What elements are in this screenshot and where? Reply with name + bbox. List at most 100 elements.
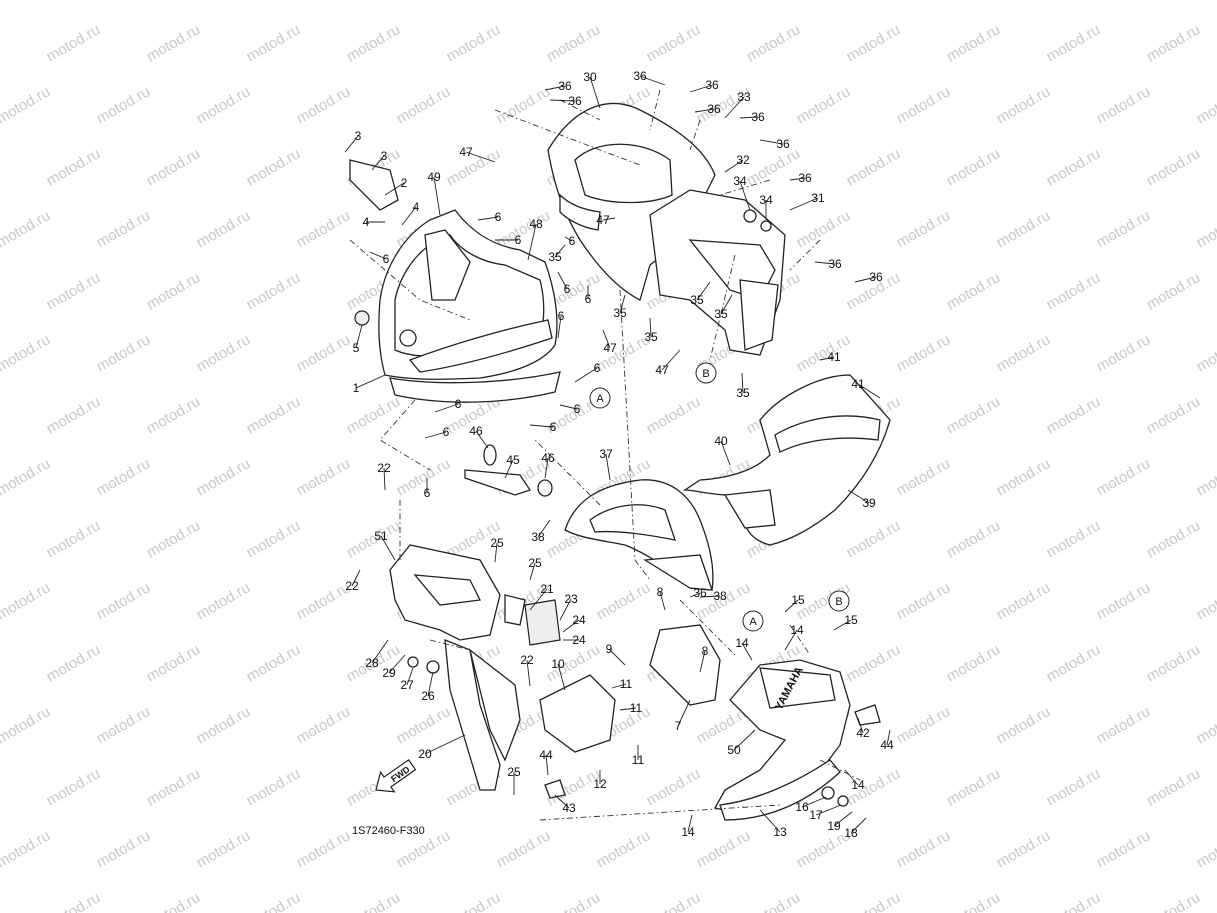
part-callout-25: 25 xyxy=(528,556,542,570)
leader-line xyxy=(388,654,406,674)
part-callout-39: 39 xyxy=(862,496,876,510)
leader-lines xyxy=(344,75,891,834)
part-callout-3: 3 xyxy=(381,149,388,163)
leader-line xyxy=(557,315,562,339)
leader-line xyxy=(557,271,568,290)
leader-line xyxy=(557,663,566,691)
part-callout-14: 14 xyxy=(735,636,749,650)
part-callout-35: 35 xyxy=(613,306,627,320)
leader-line xyxy=(401,206,417,226)
leader-line xyxy=(689,84,713,93)
part-callout-6: 6 xyxy=(495,210,502,224)
part-callout-9: 9 xyxy=(606,642,613,656)
part-callout-6: 6 xyxy=(585,292,592,306)
leader-line xyxy=(344,135,359,153)
part-callout-18: 18 xyxy=(844,826,858,840)
leader-line xyxy=(475,430,489,449)
part-callout-21: 21 xyxy=(540,582,554,596)
leader-line xyxy=(477,216,499,221)
leader-line xyxy=(699,595,721,598)
leader-line xyxy=(559,598,572,621)
leader-line xyxy=(724,96,745,119)
part-callout-14: 14 xyxy=(790,623,804,637)
part-callout-36: 36 xyxy=(751,110,765,124)
part-callout-41: 41 xyxy=(851,377,865,391)
part-callout-1: 1 xyxy=(353,381,360,395)
leader-line xyxy=(741,372,744,394)
leader-line xyxy=(424,431,447,439)
part-callout-22: 22 xyxy=(345,579,359,593)
leader-line xyxy=(611,683,627,689)
leader-line xyxy=(814,261,836,265)
leader-line xyxy=(549,99,576,102)
leader-line xyxy=(589,76,601,109)
part-callout-28: 28 xyxy=(365,656,379,670)
part-callout-34: 34 xyxy=(733,174,747,188)
leader-line xyxy=(819,356,835,361)
leader-line xyxy=(854,276,877,283)
leader-line xyxy=(694,108,715,113)
leader-line xyxy=(699,650,706,673)
part-callout-11: 11 xyxy=(620,677,633,691)
part-callout-6: 6 xyxy=(594,361,601,375)
part-callout-20: 20 xyxy=(418,747,432,761)
assembly-lines xyxy=(349,89,861,821)
leader-line xyxy=(544,457,549,479)
part-callout-24: 24 xyxy=(572,633,586,647)
part-callout-12: 12 xyxy=(593,777,607,791)
part-callout-24: 24 xyxy=(572,613,586,627)
leader-line xyxy=(689,592,701,598)
part-callout-8: 8 xyxy=(657,585,664,599)
leader-line xyxy=(784,599,799,613)
leader-line xyxy=(739,116,759,119)
leader-line xyxy=(355,324,363,349)
reference-code: 1S72460-F330 xyxy=(352,825,425,837)
part-callout-35: 35 xyxy=(736,386,750,400)
part-callout-36: 36 xyxy=(558,79,572,93)
part-callout-6: 6 xyxy=(574,402,581,416)
leader-line xyxy=(605,453,611,481)
part-callout-22: 22 xyxy=(520,653,534,667)
leader-line xyxy=(424,734,466,755)
leader-line xyxy=(759,139,784,145)
leader-line xyxy=(724,159,744,173)
part-callout-44: 44 xyxy=(539,748,553,762)
part-callout-47: 47 xyxy=(596,213,610,227)
leader-line xyxy=(371,639,389,664)
part-callout-14: 14 xyxy=(851,778,865,792)
ref-b-upper: B xyxy=(702,368,709,380)
leader-line xyxy=(608,648,626,666)
part-callout-33: 33 xyxy=(737,90,751,104)
leader-line xyxy=(649,317,652,338)
leader-line xyxy=(380,535,396,561)
leader-line xyxy=(559,404,578,410)
part-callout-30: 30 xyxy=(583,70,597,84)
part-callout-35: 35 xyxy=(714,307,728,321)
ref-a-upper: A xyxy=(596,393,604,405)
leader-line xyxy=(526,659,531,687)
leader-line xyxy=(602,329,611,349)
part-callout-25: 25 xyxy=(490,536,504,550)
part-callout-35: 35 xyxy=(644,330,658,344)
leader-line xyxy=(371,155,385,171)
part-callout-47: 47 xyxy=(655,363,669,377)
ref-a-lower: A xyxy=(749,616,757,628)
part-callout-46: 46 xyxy=(541,451,555,465)
leader-line xyxy=(789,177,806,181)
leader-line xyxy=(433,176,441,216)
part-callout-17: 17 xyxy=(809,808,823,822)
leader-line xyxy=(759,809,781,833)
part-callout-36: 36 xyxy=(707,102,721,116)
part-callout-35: 35 xyxy=(690,293,704,307)
part-callout-48: 48 xyxy=(529,217,543,231)
leader-line xyxy=(850,817,867,834)
part-callout-36: 36 xyxy=(798,171,812,185)
leader-line xyxy=(687,814,693,833)
circled-ref-b-upper: B xyxy=(695,362,717,384)
leader-line xyxy=(564,236,573,242)
part-callout-4: 4 xyxy=(363,215,370,229)
leader-line xyxy=(847,489,870,504)
watermark-text: motod.ru xyxy=(0,889,3,913)
part-callout-34: 34 xyxy=(759,193,773,207)
